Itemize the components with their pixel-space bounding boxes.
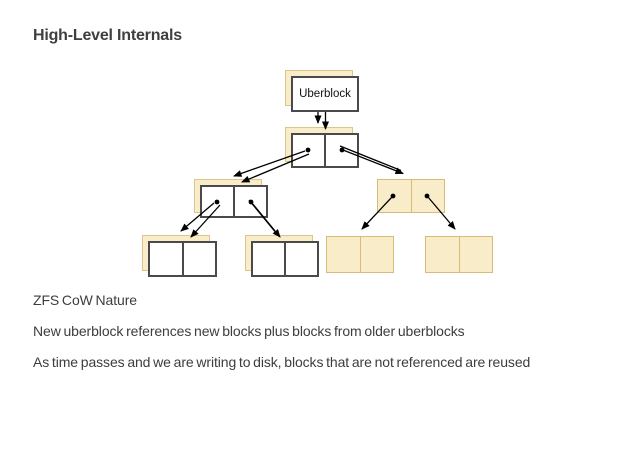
block-pointer-cell bbox=[293, 135, 324, 166]
leaf-block-pair-1 bbox=[148, 241, 217, 277]
leaf-block-cell bbox=[181, 243, 216, 275]
slide-notes: ZFS CoW Nature New uberblock references … bbox=[33, 292, 613, 385]
uberblock-label: Uberblock bbox=[299, 88, 351, 100]
leaf-block-cell bbox=[253, 243, 284, 275]
block-pointer-cell bbox=[410, 180, 445, 212]
leaf-block-pair-2 bbox=[251, 241, 319, 277]
note-line: ZFS CoW Nature bbox=[33, 292, 137, 308]
leaf-block-cell bbox=[327, 237, 360, 272]
block-pointer-cell bbox=[202, 187, 233, 216]
uberblock-box: Uberblock bbox=[291, 76, 359, 112]
old-indirect-block-pair-level2-right bbox=[377, 179, 445, 213]
block-pointer-cell bbox=[233, 187, 266, 216]
indirect-block-pair-level2-left bbox=[200, 185, 268, 218]
leaf-block-cell bbox=[150, 243, 182, 275]
block-pointer-cell bbox=[378, 180, 411, 212]
old-leaf-block-pair-3 bbox=[326, 236, 394, 273]
leaf-block-cell bbox=[458, 237, 493, 272]
leaf-block-cell bbox=[359, 237, 394, 272]
leaf-block-cell bbox=[426, 237, 459, 272]
page-title: High-Level Internals bbox=[33, 27, 182, 44]
indirect-block-pair-level1 bbox=[291, 133, 359, 168]
block-pointer-cell bbox=[324, 135, 357, 166]
old-leaf-block-pair-4 bbox=[425, 236, 493, 273]
note-line: New uberblock references new blocks plus… bbox=[33, 323, 465, 339]
note-line: As time passes and we are writing to dis… bbox=[33, 354, 531, 370]
leaf-block-cell bbox=[284, 243, 317, 275]
